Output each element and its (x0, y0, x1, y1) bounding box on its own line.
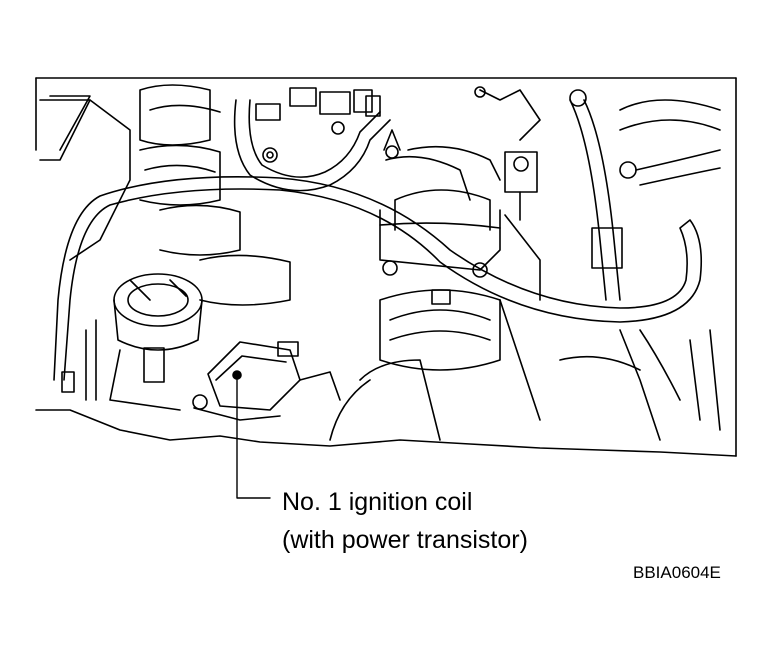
figure-code: BBIA0604E (633, 563, 721, 582)
left-bracket (39, 95, 131, 261)
callout-leader-line (236, 374, 271, 499)
center-fittings (383, 129, 541, 301)
callout-label-line2: (with power transistor) (282, 526, 528, 554)
throttle-body (329, 189, 541, 441)
intake-plenum (139, 84, 291, 306)
oil-filler-cap (85, 273, 203, 411)
callout-label-line1: No. 1 ignition coil (282, 488, 473, 516)
upper-hose (233, 87, 391, 192)
ignition-coil (192, 341, 341, 421)
drawing-frame (35, 77, 737, 457)
right-hoses (474, 86, 721, 441)
